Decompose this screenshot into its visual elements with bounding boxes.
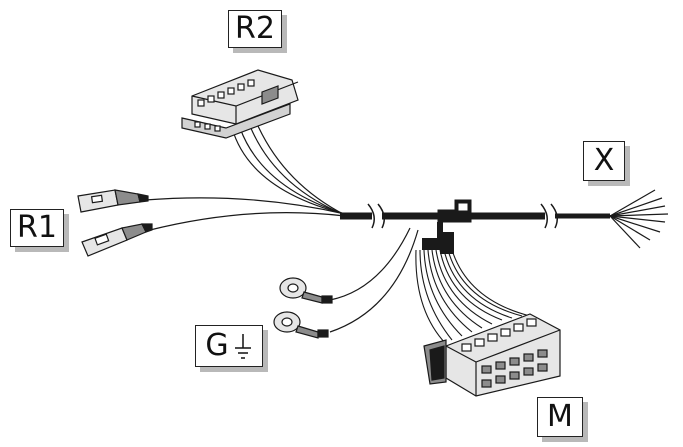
r1-terminal-upper (77, 189, 149, 213)
ground-symbol-icon (234, 334, 251, 359)
g-ring-terminal-lower (273, 311, 329, 339)
g-wires (329, 227, 419, 333)
m-wires (415, 249, 531, 345)
r2-connector (181, 69, 299, 139)
r2-wires (231, 125, 346, 216)
label-r1-text: R1 (17, 210, 57, 245)
label-r2: R2 (228, 10, 282, 48)
r1-terminal-lower (81, 223, 153, 257)
m-connector (423, 313, 561, 397)
label-r1: R1 (10, 209, 64, 247)
label-x-text: X (593, 143, 615, 178)
g-ring-terminal-upper (279, 277, 333, 304)
label-g: G (195, 325, 263, 367)
main-trunk (340, 199, 610, 229)
m-branch-sleeve (422, 222, 454, 254)
label-g-text: G (205, 328, 229, 363)
label-r2-text: R2 (235, 11, 275, 46)
label-x: X (583, 141, 625, 181)
r1-wires (144, 197, 346, 231)
label-m-text: M (547, 399, 573, 434)
x-wire-ends (609, 189, 669, 249)
label-m: M (537, 397, 583, 437)
